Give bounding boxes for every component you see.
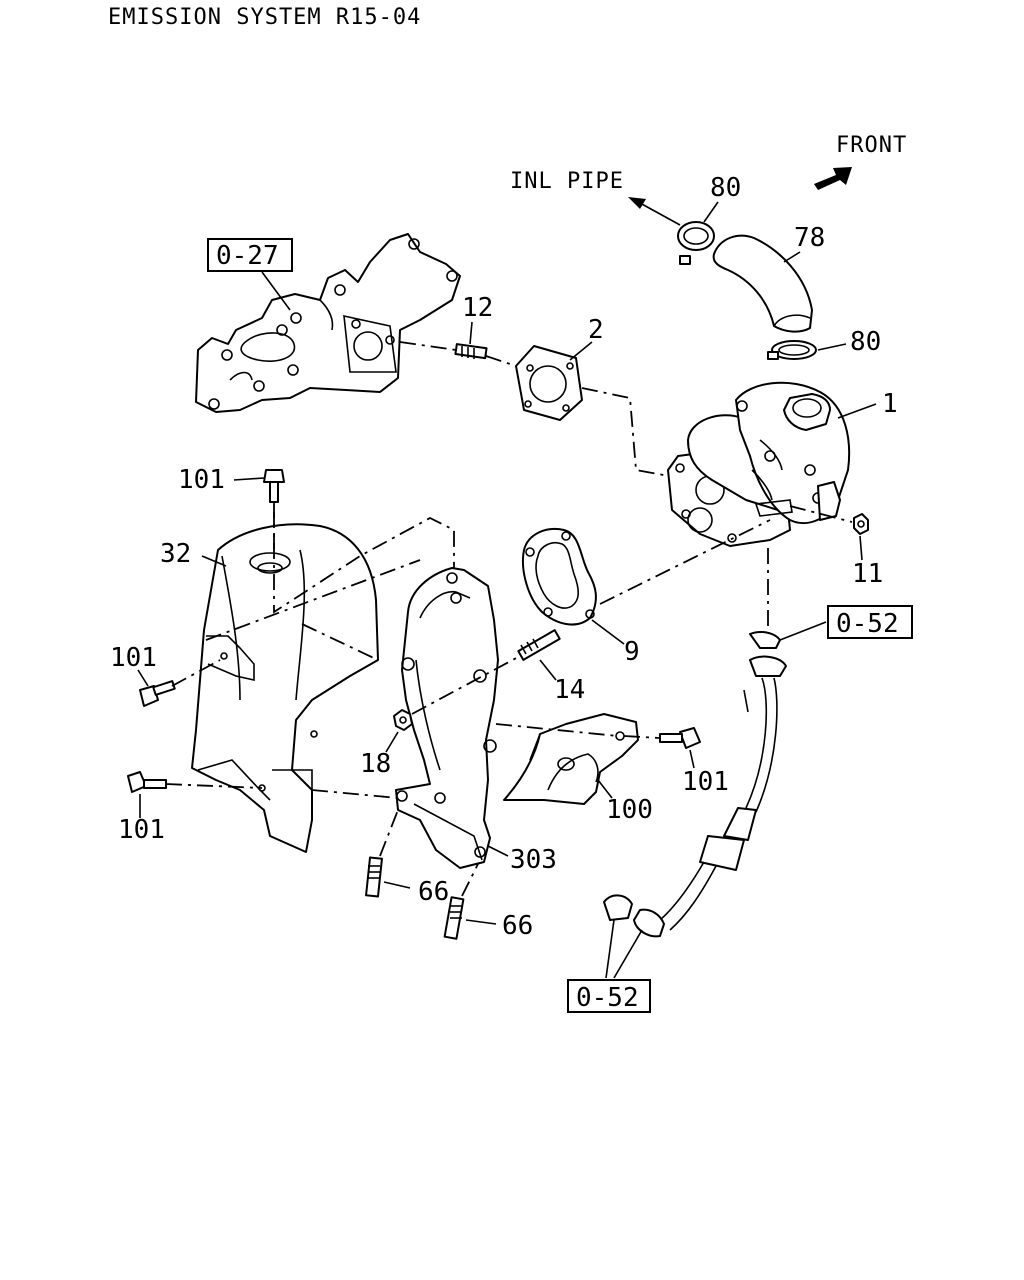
ref-label-0-27: 0-27 [216,241,279,271]
exhaust-manifold [195,233,461,413]
callout-32: 32 [160,539,191,569]
diagram-title: EMISSION SYSTEM R15-04 [108,5,421,30]
hose-clamp-80-top [677,221,715,265]
gasket-9 [522,528,597,626]
callout-101-left-lower: 101 [118,815,165,845]
stud-14 [517,629,561,661]
callout-80-lower: 80 [850,327,881,357]
hose-clamp-80-lower [767,340,817,360]
bolt-101-left-upper [139,680,176,707]
gasket-2 [515,345,583,421]
intake-hose-78 [712,234,813,333]
nut-18 [393,709,413,731]
callout-80-top: 80 [710,173,741,203]
nut-11 [853,513,869,535]
ref-box-0-52-right [827,605,913,639]
callout-9: 9 [624,637,640,667]
ref-box-0-52-bottom [567,979,651,1013]
bolt-101-top [263,469,285,503]
callout-66-right: 66 [502,911,533,941]
callout-11: 11 [852,559,883,589]
oil-return-pipe [603,631,787,938]
inlet-pipe-label: INL PIPE [510,169,624,194]
front-label: FRONT [836,133,907,158]
ref-box-0-27 [207,238,293,272]
callout-101-right: 101 [682,767,729,797]
callout-101-left-upper: 101 [110,643,157,673]
bracket-303 [395,567,499,869]
ref-label-0-52-right: 0-52 [836,609,899,639]
ref-label-0-52-bottom: 0-52 [576,983,639,1013]
inlet-pipe-arrow-icon [628,197,681,226]
front-arrow-icon [814,167,852,190]
callout-1: 1 [882,389,898,419]
callout-303: 303 [510,845,557,875]
callout-18: 18 [360,749,391,779]
ref-leader-0-52-bottom-b [613,929,643,979]
bolt-101-right [659,727,701,749]
callout-66-left: 66 [418,877,449,907]
callout-2: 2 [588,315,604,345]
callout-12: 12 [462,293,493,323]
callout-14: 14 [554,675,585,705]
stud-12 [454,343,488,360]
heat-shield-32 [191,523,379,853]
ref-leader-0-27 [261,271,291,311]
turbocharger [667,381,851,547]
callout-100: 100 [606,795,653,825]
ref-leader-0-52-right [779,621,827,641]
stud-66-left [365,856,383,898]
callout-101-top: 101 [178,465,225,495]
bolt-101-left-lower [127,771,167,793]
ref-leader-0-52-bottom-a [605,919,615,979]
callout-78: 78 [794,223,825,253]
stud-66-right [443,896,465,940]
heat-shield-100 [503,713,639,805]
